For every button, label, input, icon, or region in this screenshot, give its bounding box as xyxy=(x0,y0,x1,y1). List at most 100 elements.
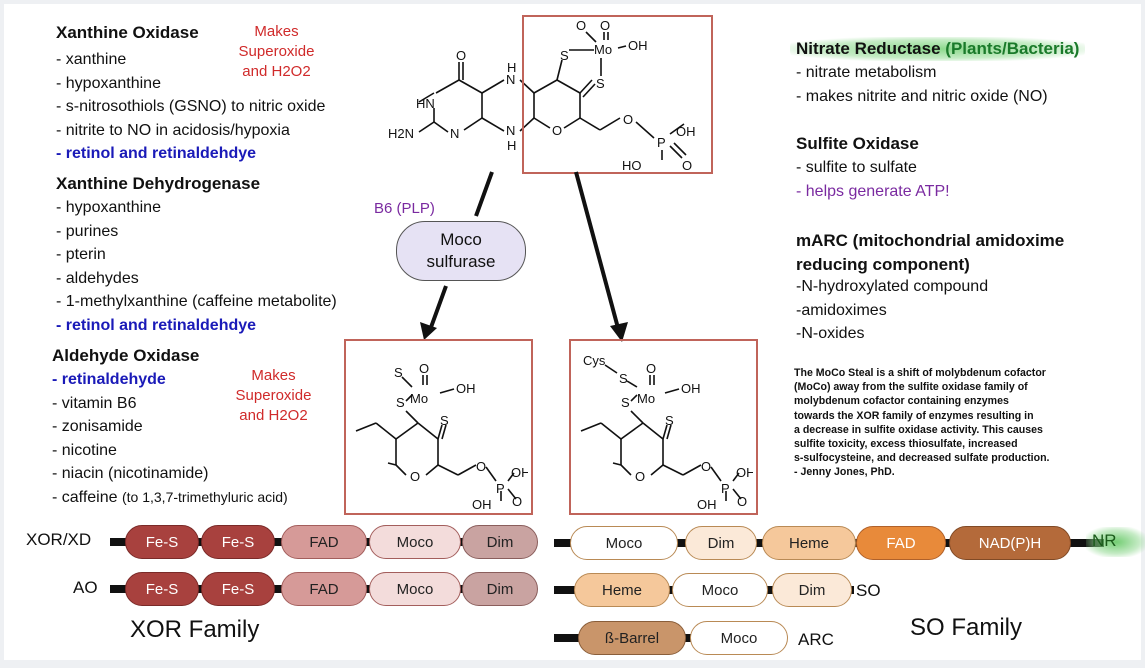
xo-blue-item: - retinol and retinaldehdye xyxy=(56,145,257,162)
nr-title-suffix: (Plants/Bacteria) xyxy=(945,39,1080,58)
atom-label: Mo xyxy=(594,42,612,57)
cys-structure: Cys S O Mo OH S S O O P OH OH O xyxy=(580,353,753,511)
nr-domain-heme: Heme xyxy=(762,526,856,560)
xdh-title: Xanthine Dehydrogenase xyxy=(56,174,261,193)
note-line: and H2O2 xyxy=(239,407,308,424)
xo-title: Xanthine Oxidase xyxy=(56,23,199,42)
caffeine-detail: (to 1,3,7-trimethyluric acid) xyxy=(121,488,288,505)
note-line: (MoCo) away from the sulfite oxidase fam… xyxy=(794,381,1028,394)
atom-label: O xyxy=(552,123,562,138)
xor-domain-dim: Dim xyxy=(462,525,538,559)
so-domain-moco: Moco xyxy=(672,573,768,607)
note-line: and H2O2 xyxy=(242,63,311,80)
atom-label: OH xyxy=(628,38,648,53)
atom-label: S xyxy=(621,395,630,410)
xo-item: - xanthine xyxy=(56,51,127,68)
atom-label: OH xyxy=(511,465,528,480)
moco-steal-note: The MoCo Steal is a shift of molybdenum … xyxy=(794,366,1050,480)
atom-label: H xyxy=(507,60,516,75)
note-line: Makes xyxy=(254,23,299,40)
nr-item: - makes nitrite and nitric oxide (NO) xyxy=(796,87,1048,105)
note-line: Superoxide xyxy=(235,387,312,404)
xo-item: - hypoxanthine xyxy=(56,74,161,92)
atom-label: HN xyxy=(416,96,435,111)
arrowhead xyxy=(420,322,437,340)
nr-domain-fad: FAD xyxy=(856,526,946,560)
marc-item: -N-hydroxylated compound xyxy=(796,278,989,295)
nr-row-label: NR xyxy=(1092,531,1117,550)
atom-label: P xyxy=(657,135,666,150)
moco-highlight-box xyxy=(522,15,713,174)
ao-item: - niacin (nicotinamide) xyxy=(52,465,209,482)
diagram-canvas: Xanthine Oxidase - xanthine - hypoxanthi… xyxy=(4,4,1145,660)
xo-item: - nitrite to NO in acidosis/hypoxia xyxy=(56,121,290,139)
atom-label: OH xyxy=(697,497,717,511)
xdh-item: - aldehydes xyxy=(56,269,139,287)
note-line: The MoCo Steal is a shift of molybdenum … xyxy=(794,367,1046,379)
atom-label: H2N xyxy=(388,126,414,141)
marc-title-line: mARC (mitochondrial amidoxime xyxy=(796,231,1065,250)
atom-label: Cys xyxy=(583,353,606,368)
atom-label: O xyxy=(701,459,711,474)
so-domain-dim: Dim xyxy=(772,573,852,607)
ao-row-label: AO xyxy=(73,578,98,597)
xo-list: - xanthine - hypoxanthine - s-nitrosothi… xyxy=(56,48,325,166)
atom-label: O xyxy=(646,361,656,376)
ao-domain-fes: Fe-S xyxy=(125,572,199,606)
marc-title-line: reducing component) xyxy=(796,255,970,274)
atom-label: O xyxy=(635,469,645,484)
atom-label: OH xyxy=(472,497,492,511)
atom-label: O xyxy=(576,18,586,33)
note-line: Superoxide xyxy=(238,43,315,60)
ao-item: - zonisamide xyxy=(52,418,143,435)
xdh-item: - purines xyxy=(56,222,119,240)
molybdopterin-structure: O HN H2N N N H N H O S S Mo O O OH O P O… xyxy=(388,18,696,173)
ao-item-caffeine: - caffeine (to 1,3,7-trimethyluric acid) xyxy=(52,486,288,510)
ao-domain-moco: Moco xyxy=(369,572,461,606)
atom-label: S xyxy=(560,48,569,63)
atom-label: Mo xyxy=(637,391,655,406)
arc-row-label: ARC xyxy=(798,630,834,649)
so-item: - sulfite to sulfate xyxy=(796,159,917,176)
atom-label: OH xyxy=(676,124,696,139)
nr-glow xyxy=(1086,527,1145,557)
nr-title-text: Nitrate Reductase xyxy=(796,39,941,58)
atom-label: P xyxy=(496,481,505,496)
marc-item: -amidoximes xyxy=(796,301,887,319)
sulfurase-text: Moco xyxy=(440,230,482,249)
moco-sulfurase-node: Moco sulfurase xyxy=(396,221,526,281)
atom-label: S xyxy=(665,413,674,428)
marc-title: mARC (mitochondrial amidoxime reducing c… xyxy=(796,229,1064,277)
atom-label: OH xyxy=(681,381,701,396)
atom-label: O xyxy=(737,494,747,509)
atom-label: O xyxy=(410,469,420,484)
atom-label: O xyxy=(512,494,522,509)
atom-label: O xyxy=(456,48,466,63)
atom-label: H xyxy=(507,138,516,153)
sulfurase-text: sulfurase xyxy=(426,252,496,271)
mos-structure-box xyxy=(344,339,533,515)
atom-label: O xyxy=(623,112,633,127)
ao-item: - vitamin B6 xyxy=(52,394,137,412)
note-line: molybdenum cofactor containing enzymes xyxy=(794,395,1009,408)
ao-domain-dim: Dim xyxy=(462,572,538,606)
atom-label: O xyxy=(419,361,429,376)
xor-family-label: XOR Family xyxy=(130,616,260,643)
so-list: - sulfite to sulfate - helps generate AT… xyxy=(796,156,950,203)
xdh-item: - 1-methylxanthine (caffeine metabolite) xyxy=(56,293,337,310)
ao-list: - retinaldehyde - vitamin B6 - zonisamid… xyxy=(52,368,288,509)
so-title: Sulfite Oxidase xyxy=(796,134,919,153)
nr-list: - nitrate metabolism - makes nitrite and… xyxy=(796,61,1048,108)
atom-label: HO xyxy=(622,158,642,173)
nr-domain-dim: Dim xyxy=(685,526,757,560)
nr-domain-moco: Moco xyxy=(570,526,678,560)
so-row-label: SO xyxy=(856,581,881,600)
arrowhead xyxy=(610,322,628,342)
ao-blue-item: - retinaldehyde xyxy=(52,371,166,388)
xo-superoxide-note: Makes Superoxide and H2O2 xyxy=(229,22,324,82)
mos-structure: S O Mo OH S S O O P OH OH O xyxy=(355,361,528,511)
ao-title: Aldehyde Oxidase xyxy=(52,346,200,365)
arc-domain-moco: Moco xyxy=(690,621,788,655)
atom-label: S xyxy=(396,395,405,410)
b6-label: B6 (PLP) xyxy=(374,200,435,217)
